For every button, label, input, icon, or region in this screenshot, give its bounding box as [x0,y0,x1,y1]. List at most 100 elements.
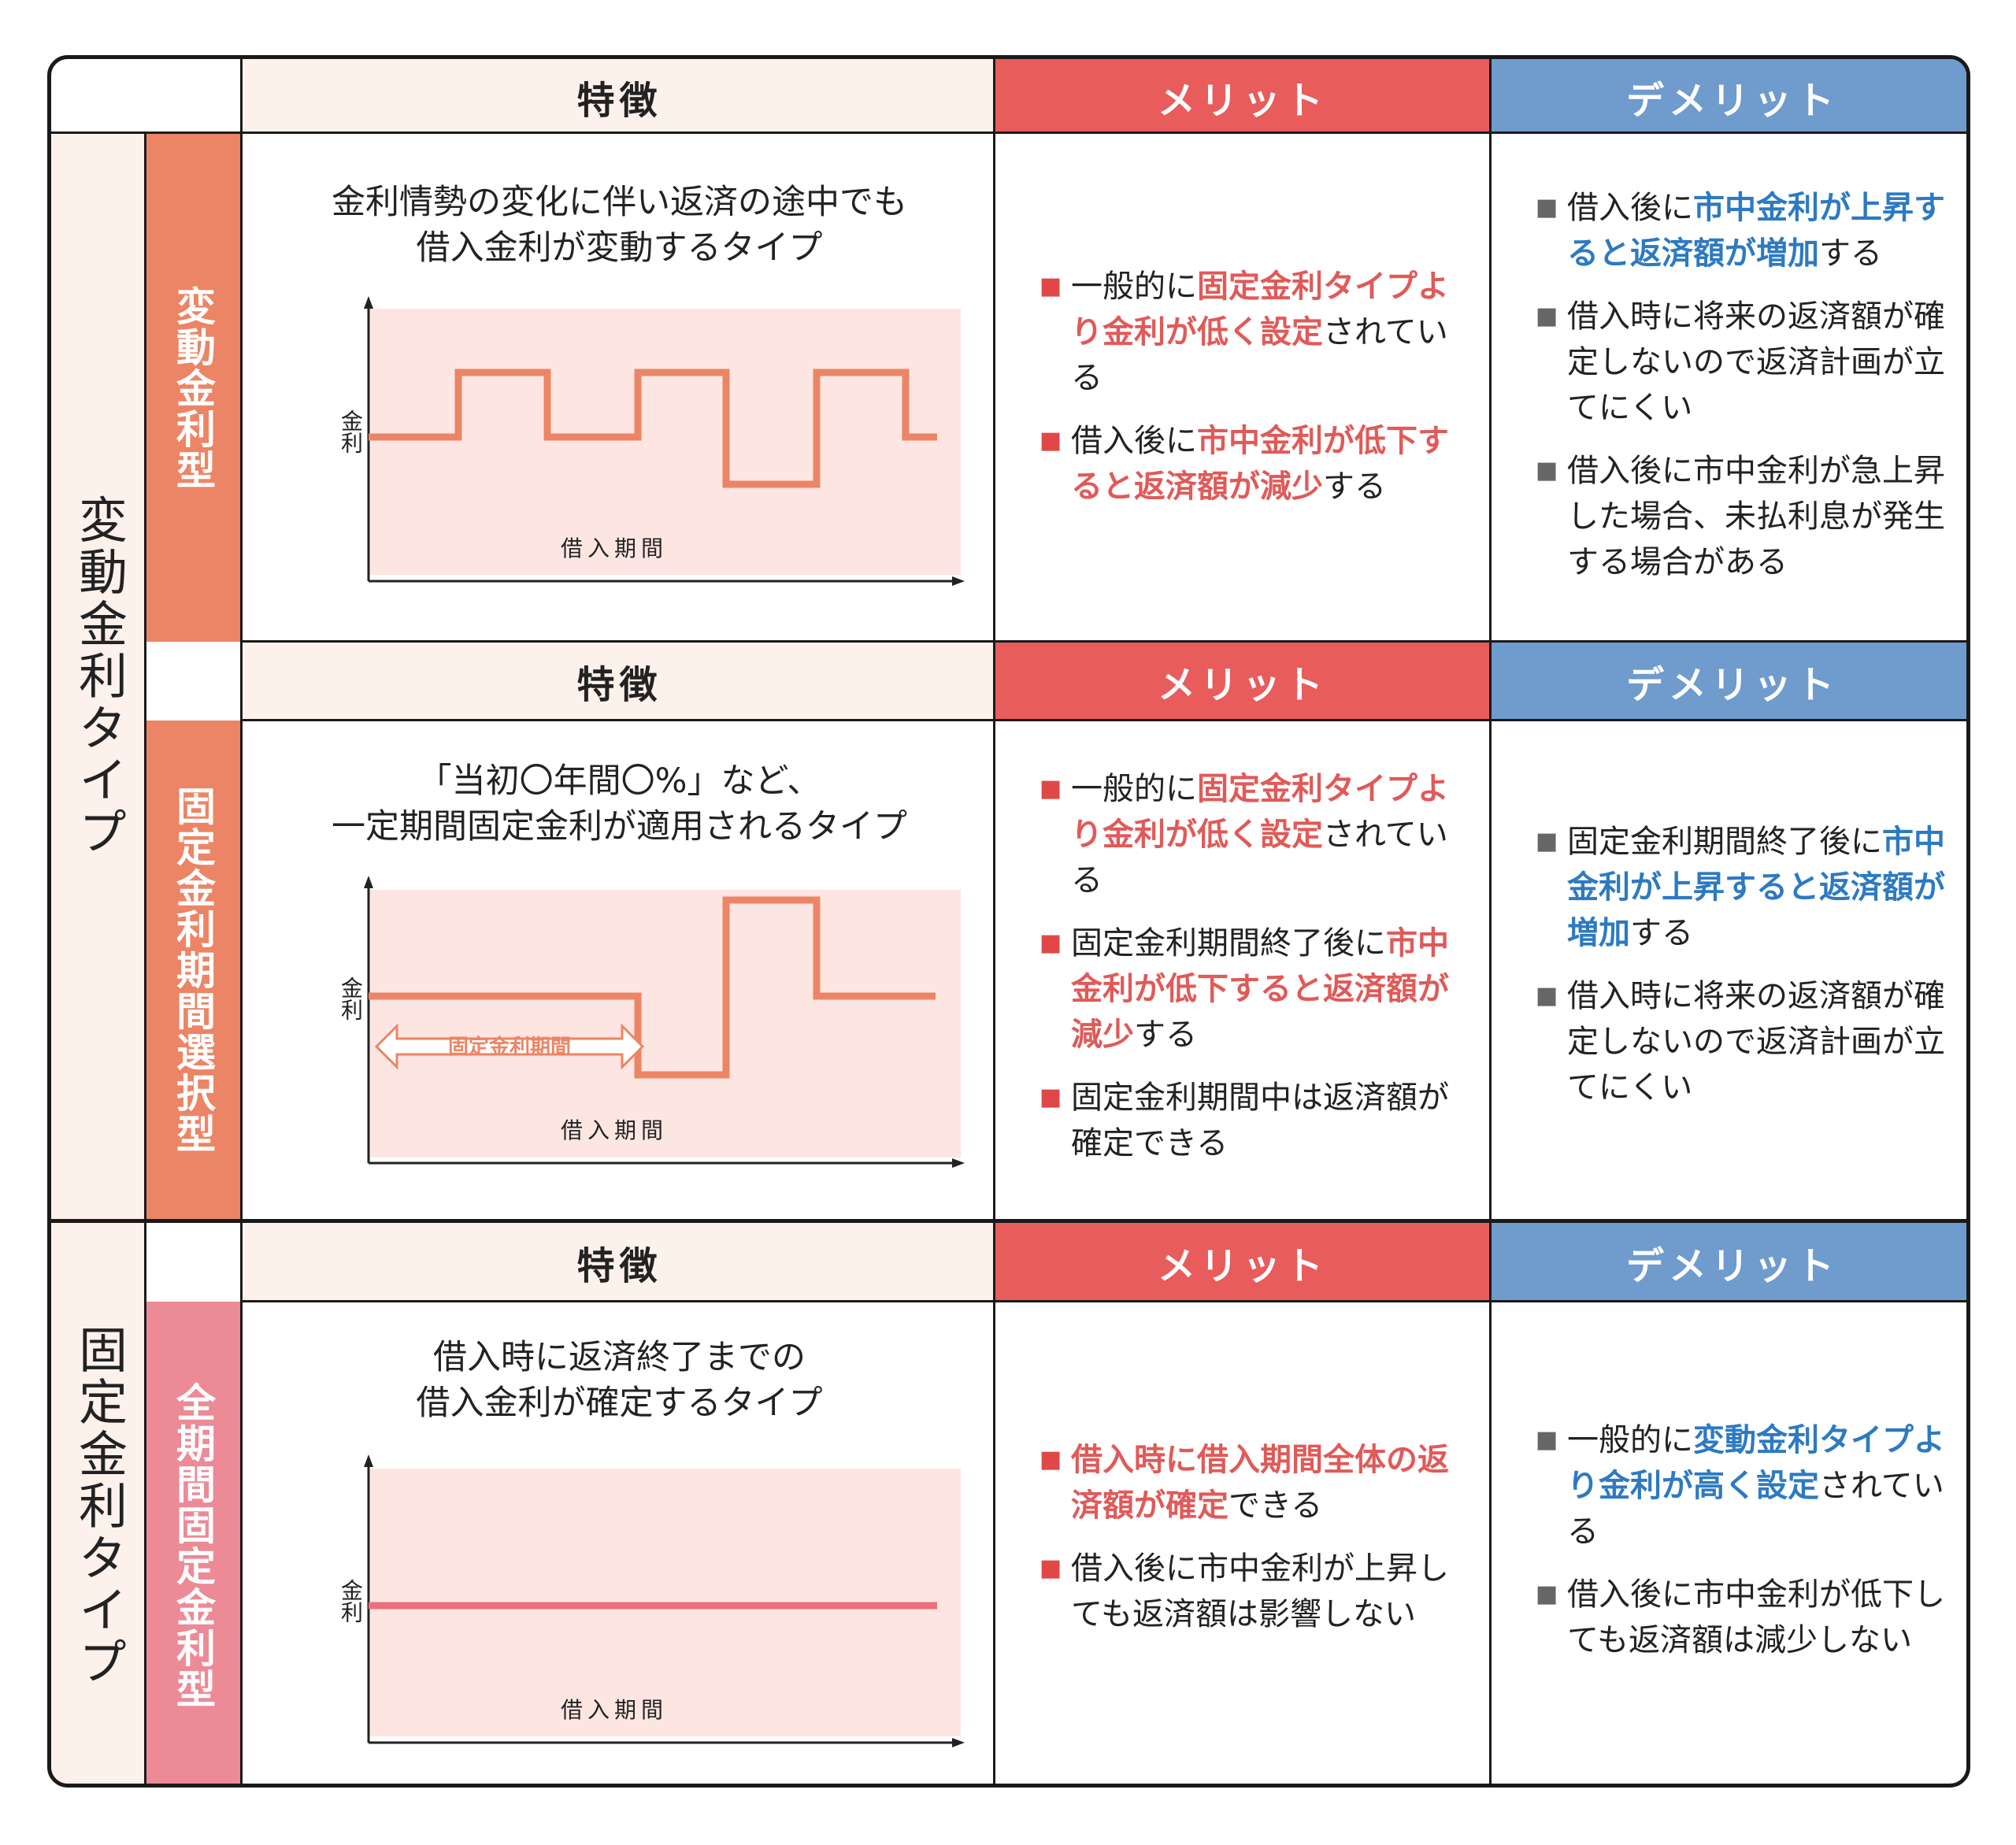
type-label-cell-1: 変動金利型 [146,134,240,642]
bullet-square-icon: ■ [1040,1446,1062,1473]
chart-y-label-1: 金利 [338,409,364,454]
feature-line-3b: 借入金利が確定するタイプ [416,1384,823,1423]
bullet-text-highlight: 市中金利が上昇すると返済額が増加 [1567,190,1945,272]
demerit-list-2: ■ 固定金利期間終了後に市中金利が上昇すると返済額が増加する ■借入時に将来の返済額… [1536,819,1961,1128]
bullet-text-highlight: 借入時に借入期間全体の返済額が確定 [1071,1442,1449,1524]
bullet-square-icon: ■ [1536,1426,1558,1454]
bullet-text-plain-after: する [1819,235,1882,272]
header-merit-1: メリット [995,59,1491,134]
merit-item: ■ 一般的に固定金利タイプより金利が低く設定されている [1040,264,1477,401]
bullet-text-highlight: 市中金利が上昇すると返済額が増加 [1567,824,1945,951]
bullet-text-plain-before: 一般的に [1071,269,1197,305]
grid-line [993,59,995,1784]
bullet-text-highlight: 固定金利タイプより金利が低く設定 [1071,269,1449,350]
merit-item: ■ 固定金利期間中は返済額が確定できる [1040,1075,1477,1166]
feature-line-1a: 金利情勢の変化に伴い返済の途中でも [332,183,907,222]
bullet-text-plain-after: されている [1071,817,1448,898]
feature-line-1b: 借入金利が変動するタイプ [416,228,823,268]
rate-chart-variable: 借入期間 [364,296,965,586]
feature-cell-1: 金利情勢の変化に伴い返済の途中でも 借入金利が変動するタイプ 借入期間 金利 [244,134,995,642]
bullet-text-plain-before: 借入時に将来の返済額が確定しないので返済計画が立てにくい [1567,298,1945,426]
demerit-item: ■ 借入後に市中金利が上昇すると返済額が増加する [1536,185,1961,276]
chart-x-label-1: 借入期間 [561,535,668,561]
demerit-item: ■借入後に市中金利が低下しても返済額は減少しない [1536,1572,1961,1663]
rate-chart-full-fixed: 借入期間 [364,1454,965,1747]
header-demerit-3: デメリット [1491,1223,1966,1302]
header-merit-2: メリット [995,642,1491,721]
bullet-text-plain-after: されている [1567,1468,1944,1550]
merit-item: ■一般的に固定金利タイプより金利が低く設定されている [1040,766,1477,903]
bullet-square-icon: ■ [1536,828,1558,855]
bullet-text-plain-before: 一般的に [1567,1422,1693,1458]
bullet-text-highlight: 市中金利が低下すると返済額が減少 [1071,925,1449,1053]
bullet-square-icon: ■ [1040,1554,1062,1582]
grid-line [1489,59,1492,1784]
merit-list-1: ■ 一般的に固定金利タイプより金利が低く設定されている ■ 借入後に市中金利が低下する… [1040,264,1477,527]
header-merit-3: メリット [995,1223,1491,1302]
bullet-text-plain-before: 固定金利期間終了後に [1567,824,1882,860]
bullet-text-plain-before: 固定金利期間中は返済額が確定できる [1071,1080,1449,1161]
group-label-fixed: 固定金利タイプ [51,1223,146,1784]
demerit-item: ■ 借入時に将来の返済額が確定しないので返済計画が立てにくい [1536,294,1961,431]
comparison-table: 変動金利タイプ 固定金利タイプ 変動金利型 固定金利期間選択型 全期間固定金利型… [47,55,1970,1788]
bullet-text-highlight: 変動金利タイプより金利が高く設定 [1567,1422,1945,1504]
bullet-text-plain-before: 借入後に [1567,190,1693,226]
bullet-square-icon: ■ [1040,1084,1062,1111]
chart-x-label-3: 借入期間 [561,1697,668,1723]
type-label-2: 固定金利期間選択型 [170,785,216,1154]
bullet-text-plain-before: 借入後に [1071,423,1197,459]
bullet-square-icon: ■ [1040,427,1062,454]
bullet-text-plain-after: する [1134,1017,1197,1053]
header-feature-1: 特徴 [244,59,995,134]
chart-y-label-2: 金利 [338,976,364,1021]
chart-x-label-2: 借入期間 [561,1117,668,1143]
grid-line [240,719,1966,721]
bullet-text-highlight: 固定金利タイプより金利が低く設定 [1071,771,1449,853]
fixed-period-label: 固定金利期間 [448,1035,571,1059]
type-label-cell-3: 全期間固定金利型 [146,1302,240,1784]
grid-line [144,132,146,1784]
type-label-1: 変動金利型 [170,285,216,491]
merit-list-2: ■一般的に固定金利タイプより金利が低く設定されている■固定金利期間終了後に市中金… [1040,766,1477,1184]
bullet-square-icon: ■ [1040,929,1062,957]
bullet-text-plain-after: する [1630,915,1693,951]
demerit-item: ■ 一般的に変動金利タイプより金利が高く設定されている [1536,1417,1961,1554]
bullet-text-highlight: 市中金利が低下すると返済額が減少 [1071,423,1449,505]
grid-line [240,1300,1966,1302]
feature-line-2b: 一定期間固定金利が適用されるタイプ [332,807,907,847]
bullet-text-plain-before: 借入後に市中金利が上昇しても返済額は影響しない [1071,1550,1449,1632]
bullet-text-plain-before: 借入後に市中金利が急上昇した場合、未払利息が発生する場合がある [1567,453,1945,580]
feature-cell-2: 「当初〇年間〇%」など、 一定期間固定金利が適用されるタイプ 固定金利期間 借入… [244,721,995,1219]
bullet-square-icon: ■ [1536,982,1558,1010]
grid-line-thick [51,1219,1966,1223]
feature-line-2a: 「当初〇年間〇%」など、 [417,761,821,801]
demerit-item: ■借入時に将来の返済額が確定しないので返済計画が立てにくい [1536,973,1961,1110]
bullet-square-icon: ■ [1536,457,1558,484]
demerit-list-3: ■ 一般的に変動金利タイプより金利が高く設定されている ■借入後に市中金利が低下して… [1536,1417,1961,1680]
demerit-list-1: ■ 借入後に市中金利が上昇すると返済額が増加する ■ 借入時に将来の返済額が確定しない… [1536,185,1961,602]
grid-line [51,132,1966,134]
feature-cell-3: 借入時に返済終了までの 借入金利が確定するタイプ 借入期間 金利 [244,1302,995,1784]
type-label-3: 全期間固定金利型 [170,1382,216,1710]
feature-line-3a: 借入時に返済終了までの [433,1338,806,1377]
bullet-square-icon: ■ [1536,194,1558,221]
merit-item: ■ 固定金利期間終了後に市中金利が低下すると返済額が減少する [1040,921,1477,1058]
demerit-item: ■ 固定金利期間終了後に市中金利が上昇すると返済額が増加する [1536,819,1961,956]
bullet-text-plain-after: する [1323,469,1386,505]
bullet-square-icon: ■ [1536,302,1558,330]
bullet-text-plain-after: されている [1071,314,1448,396]
header-demerit-2: デメリット [1491,642,1966,721]
merit-item: ■ 借入後に市中金利が上昇しても返済額は影響しない [1040,1546,1477,1637]
header-feature-2: 特徴 [244,642,995,721]
bullet-square-icon: ■ [1536,1580,1558,1608]
bullet-text-plain-before: 一般的に [1071,771,1197,807]
bullet-text-plain-before: 固定金利期間終了後に [1071,925,1386,961]
bullet-square-icon: ■ [1040,272,1062,300]
header-feature-3: 特徴 [244,1223,995,1302]
merit-list-3: ■借入時に借入期間全体の返済額が確定できる■借入後に市中金利が上昇しても返済額は… [1040,1437,1477,1654]
grid-line [240,59,243,1784]
group-label-variable: 変動金利タイプ [51,134,146,1219]
grid-line [240,640,1966,643]
header-demerit-1: デメリット [1491,59,1966,134]
